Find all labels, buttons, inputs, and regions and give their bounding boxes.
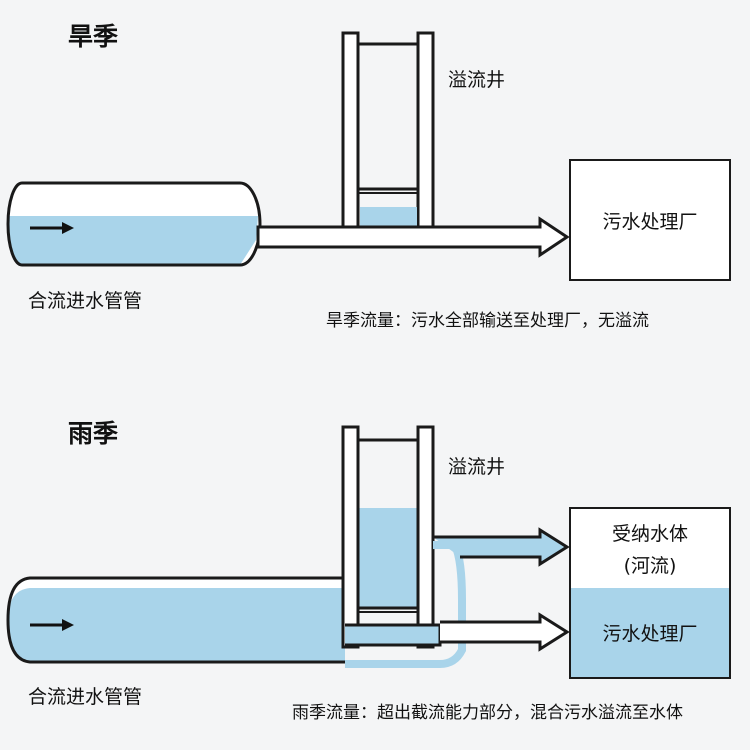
wet-receiving-water-sublabel: (河流) — [624, 555, 677, 577]
dry-season-title: 旱季 — [68, 22, 118, 51]
dry-caption: 旱季流量：污水全部输送至处理厂，无溢流 — [326, 311, 649, 331]
dry-inlet-pipe — [6, 181, 262, 267]
dry-flow-arrow-icon — [30, 222, 74, 234]
wet-destination-box — [569, 507, 731, 679]
wet-season-title: 雨季 — [68, 419, 118, 448]
wet-overflow-arrow — [433, 527, 570, 567]
dry-well-water — [360, 207, 417, 227]
wet-overflow-well — [341, 425, 442, 649]
dry-pipe-water — [9, 216, 258, 265]
wet-receiving-water-label: 受纳水体 — [612, 523, 688, 545]
wet-well-water — [358, 508, 418, 608]
wet-flow-arrow-icon — [30, 619, 74, 631]
dry-treatment-plant-label: 污水处理厂 — [602, 211, 697, 233]
wet-inlet-pipe-label: 合流进水管管 — [28, 686, 142, 708]
wet-treatment-plant-label: 污水处理厂 — [602, 623, 697, 645]
wet-well-label: 溢流井 — [448, 456, 505, 478]
wet-inlet-pipe — [6, 576, 345, 664]
wet-pipe-water — [8, 588, 345, 662]
wet-river-water — [570, 588, 730, 678]
dry-treatment-plant-box — [569, 159, 731, 281]
wet-conveyance-arrow — [440, 612, 570, 652]
dry-overflow-well — [341, 31, 435, 230]
dry-inlet-pipe-label: 合流进水管管 — [28, 290, 142, 312]
wet-caption: 雨季流量：超出截流能力部分，混合污水溢流至水体 — [292, 703, 683, 723]
dry-well-label: 溢流井 — [448, 69, 505, 91]
dry-conveyance-arrow — [256, 216, 570, 258]
